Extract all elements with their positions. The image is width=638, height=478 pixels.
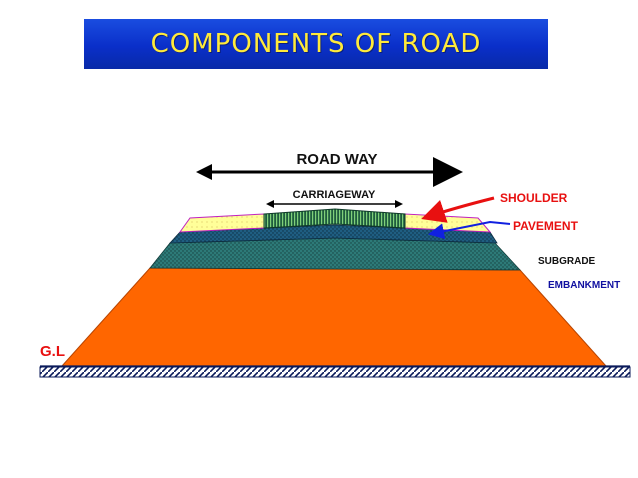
pavement-label: PAVEMENT [513,219,579,233]
shoulder-pointer [421,196,495,223]
embankment-label: EMBANKMENT [548,280,620,291]
roadway-arrow-left-head [196,164,212,180]
ground-hatch [39,366,631,378]
carriageway-label: CARRIAGEWAY [293,189,376,201]
carriageway-arrow-right-head [395,200,403,208]
page-title: COMPONENTS OF ROAD [150,29,482,59]
carriageway-arrow-left-head [266,200,274,208]
shoulder-label: SHOULDER [500,191,568,205]
title-banner: COMPONENTS OF ROAD [84,19,548,69]
subgrade-layer [149,237,521,271]
ground-level-label: G.L [40,343,65,360]
roadway-label: ROAD WAY [296,151,377,168]
pavement-pointer [428,220,511,240]
subgrade-label: SUBGRADE [538,256,596,267]
carriageway-surface [263,208,406,229]
embankment-layer [60,267,608,367]
